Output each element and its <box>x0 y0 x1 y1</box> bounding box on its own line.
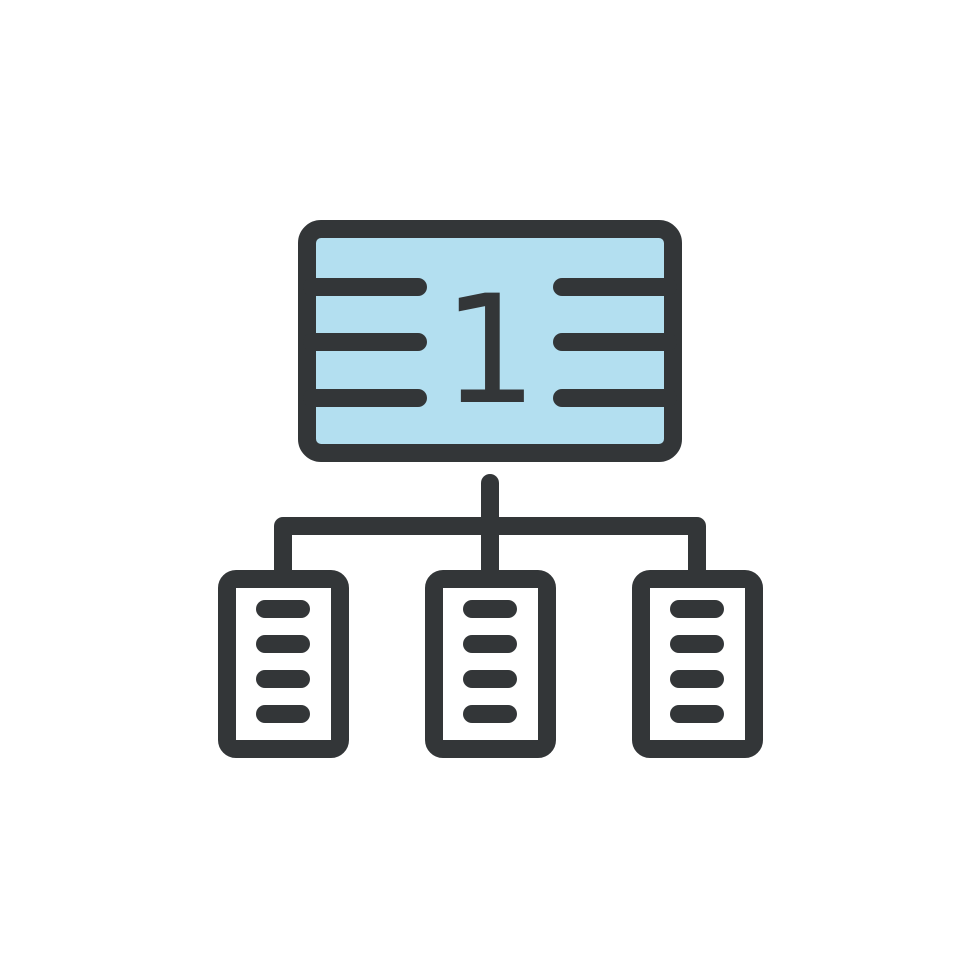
root-panel: 1 <box>298 220 682 462</box>
child-panel-right <box>632 570 763 758</box>
child-pills <box>256 600 724 723</box>
branch-connector <box>274 517 706 584</box>
child-panels <box>218 570 763 758</box>
root-right-lines <box>553 278 677 407</box>
root-number: 1 <box>442 264 537 438</box>
child-panel-left <box>218 570 349 758</box>
root-left-lines <box>303 278 427 407</box>
child-panel-center <box>425 570 556 758</box>
connector-lines <box>274 474 706 585</box>
